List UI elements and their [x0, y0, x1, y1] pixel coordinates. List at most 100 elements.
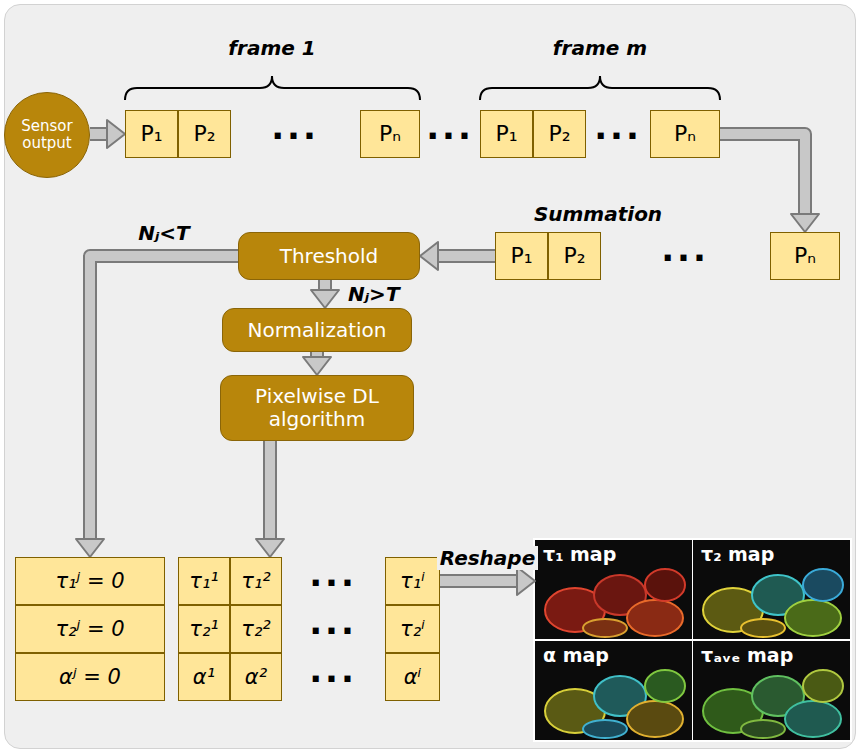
pixel-cell: P₁ [480, 110, 533, 158]
flow-arrow [303, 352, 331, 375]
node-text: τ₁¹ [189, 569, 218, 593]
parameter-cell: αⁱ [385, 653, 440, 701]
pixel-cell: Pₙ [360, 110, 420, 158]
ellipsis: ... [426, 110, 474, 144]
node-text: Pixelwise DL algorithm [231, 385, 403, 431]
node-text: Normalization [248, 319, 387, 342]
parameter-cell: τ₂² [230, 605, 282, 653]
node-text: τₐᵥₑ map [701, 645, 793, 667]
map-frame [533, 538, 852, 742]
arrow-outline [90, 256, 238, 540]
node-text: τ₂ⁱ [400, 617, 425, 641]
arrow-body [440, 576, 518, 586]
frame-label: frame 1 [228, 36, 315, 60]
tau-ave-map-image [693, 641, 850, 740]
node-text: Pₙ [379, 121, 401, 146]
node-text: τ₂ map [701, 544, 774, 566]
parameter-cell: αʲ = 0 [15, 653, 165, 701]
summation-label: Summation [534, 202, 662, 226]
node-text: τ₁ʲ = 0 [55, 569, 124, 593]
parameter-cell: τ₁ⁱ [385, 557, 440, 605]
arrow-outline [90, 127, 108, 141]
sensor-circle: Sensor output [4, 92, 90, 178]
node-text: α map [543, 645, 609, 667]
node-text: α¹ [193, 665, 215, 689]
node-text: τ₁ map [543, 544, 616, 566]
ellipsis: ... [271, 110, 319, 144]
parameter-cell: τ₁² [230, 557, 282, 605]
flow-arrow [256, 441, 284, 557]
flow-arrow [311, 280, 339, 308]
arrow-head [303, 357, 331, 375]
node-text: P₁ [140, 121, 162, 146]
arrow-body [90, 256, 238, 540]
node-text: αʲ = 0 [59, 665, 121, 689]
parameter-cell: τ₂ʲ = 0 [15, 605, 165, 653]
ellipsis: ... [309, 605, 357, 639]
node-text: Pₙ [674, 121, 696, 146]
node-text: P₁ [510, 243, 532, 268]
node-text: Sensor output [9, 118, 85, 153]
ellipsis: ... [594, 110, 642, 144]
arrow-head [76, 539, 104, 557]
node-text: P₂ [548, 121, 570, 146]
arrow-head [311, 290, 339, 308]
arrow-body [437, 251, 495, 261]
pixel-cell: Pₙ [770, 232, 840, 280]
pixel-cell: P₂ [533, 110, 586, 158]
arrow-outline [437, 249, 495, 263]
process-box: Normalization [222, 308, 412, 352]
arrow-head [107, 120, 125, 148]
flow-arrow [720, 134, 819, 232]
pixel-cell: Pₙ [650, 110, 720, 158]
parameter-cell: τ₁ʲ = 0 [15, 557, 165, 605]
node-text: τ₁² [241, 569, 270, 593]
arrow-head [517, 567, 535, 595]
node-text: α² [245, 665, 267, 689]
lifetime-map: τ₁ map [535, 540, 692, 639]
arrow-body [265, 441, 275, 540]
parameter-cell: τ₂ⁱ [385, 605, 440, 653]
node-text: Pₙ [794, 243, 816, 268]
arrow-outline [720, 134, 805, 215]
edge-label: Nⱼ<T [135, 221, 193, 245]
ellipsis: ... [661, 232, 709, 266]
frame-brace [125, 76, 420, 100]
node-text: τ₂ʲ = 0 [55, 617, 124, 641]
frame-brace [480, 76, 720, 100]
lifetime-map: τ₂ map [693, 540, 850, 639]
parameter-cell: α¹ [178, 653, 230, 701]
arrow-body [90, 129, 108, 139]
lifetime-map: τₐᵥₑ map [693, 641, 850, 740]
flow-arrow [420, 242, 495, 270]
flow-arrow [76, 256, 238, 557]
pixel-cell: P₂ [178, 110, 231, 158]
lifetime-map: α map [535, 641, 692, 740]
frame-label: frame m [553, 36, 647, 60]
arrow-head [791, 214, 819, 232]
node-text: τ₁ⁱ [400, 569, 425, 593]
flow-arrow [440, 567, 535, 595]
process-box: Pixelwise DL algorithm [220, 375, 414, 441]
arrow-head [256, 539, 284, 557]
parameter-cell: α² [230, 653, 282, 701]
arrow-outline [440, 574, 518, 588]
arrow-body [720, 134, 805, 215]
node-text: P₂ [193, 121, 215, 146]
tau1-map-image [535, 540, 692, 639]
arrow-outline [263, 441, 277, 540]
pixel-cell: P₁ [125, 110, 178, 158]
node-text: τ₂² [241, 617, 270, 641]
flow-arrow [90, 120, 125, 148]
arrow-head [420, 242, 438, 270]
pixel-cell: P₂ [548, 232, 601, 280]
edge-label: Reshape [437, 546, 539, 570]
ellipsis: ... [309, 557, 357, 591]
process-box: Threshold [238, 232, 420, 280]
node-text: P₁ [495, 121, 517, 146]
node-text: P₂ [563, 243, 585, 268]
edge-label: Nⱼ>T [345, 282, 403, 306]
parameter-cell: τ₁¹ [178, 557, 230, 605]
node-text: Threshold [280, 245, 379, 268]
